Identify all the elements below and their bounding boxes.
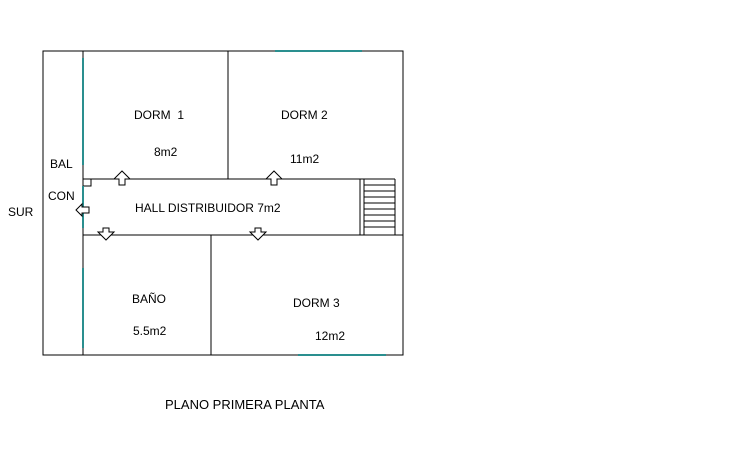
door-arrow-dorm1 <box>112 170 132 186</box>
room-area-dorm2: 11m2 <box>290 152 319 166</box>
balcony-label-bal: BAL <box>50 157 73 171</box>
room-name-dorm1: DORM 1 <box>134 108 184 122</box>
door-arrow-bano <box>96 227 116 241</box>
room-name-bano: BAÑO <box>132 292 166 306</box>
hall-notch <box>82 178 92 187</box>
plan-title: PLANO PRIMERA PLANTA <box>165 397 325 412</box>
room-name-hall: HALL DISTRIBUIDOR 7m2 <box>135 201 281 215</box>
door-arrow-dorm3 <box>248 227 268 241</box>
orientation-label: SUR <box>8 205 34 219</box>
stairs <box>363 179 395 235</box>
room-area-bano: 5.5m2 <box>133 324 167 338</box>
door-arrow-dorm2 <box>264 170 284 186</box>
outer-wall <box>42 50 404 356</box>
balcony-label-con: CON <box>48 189 75 203</box>
door-arrow-balcony <box>75 202 90 218</box>
room-area-dorm3: 12m2 <box>315 329 345 343</box>
room-name-dorm2: DORM 2 <box>281 108 328 122</box>
room-name-dorm3: DORM 3 <box>293 296 340 310</box>
room-area-dorm1: 8m2 <box>154 145 178 159</box>
